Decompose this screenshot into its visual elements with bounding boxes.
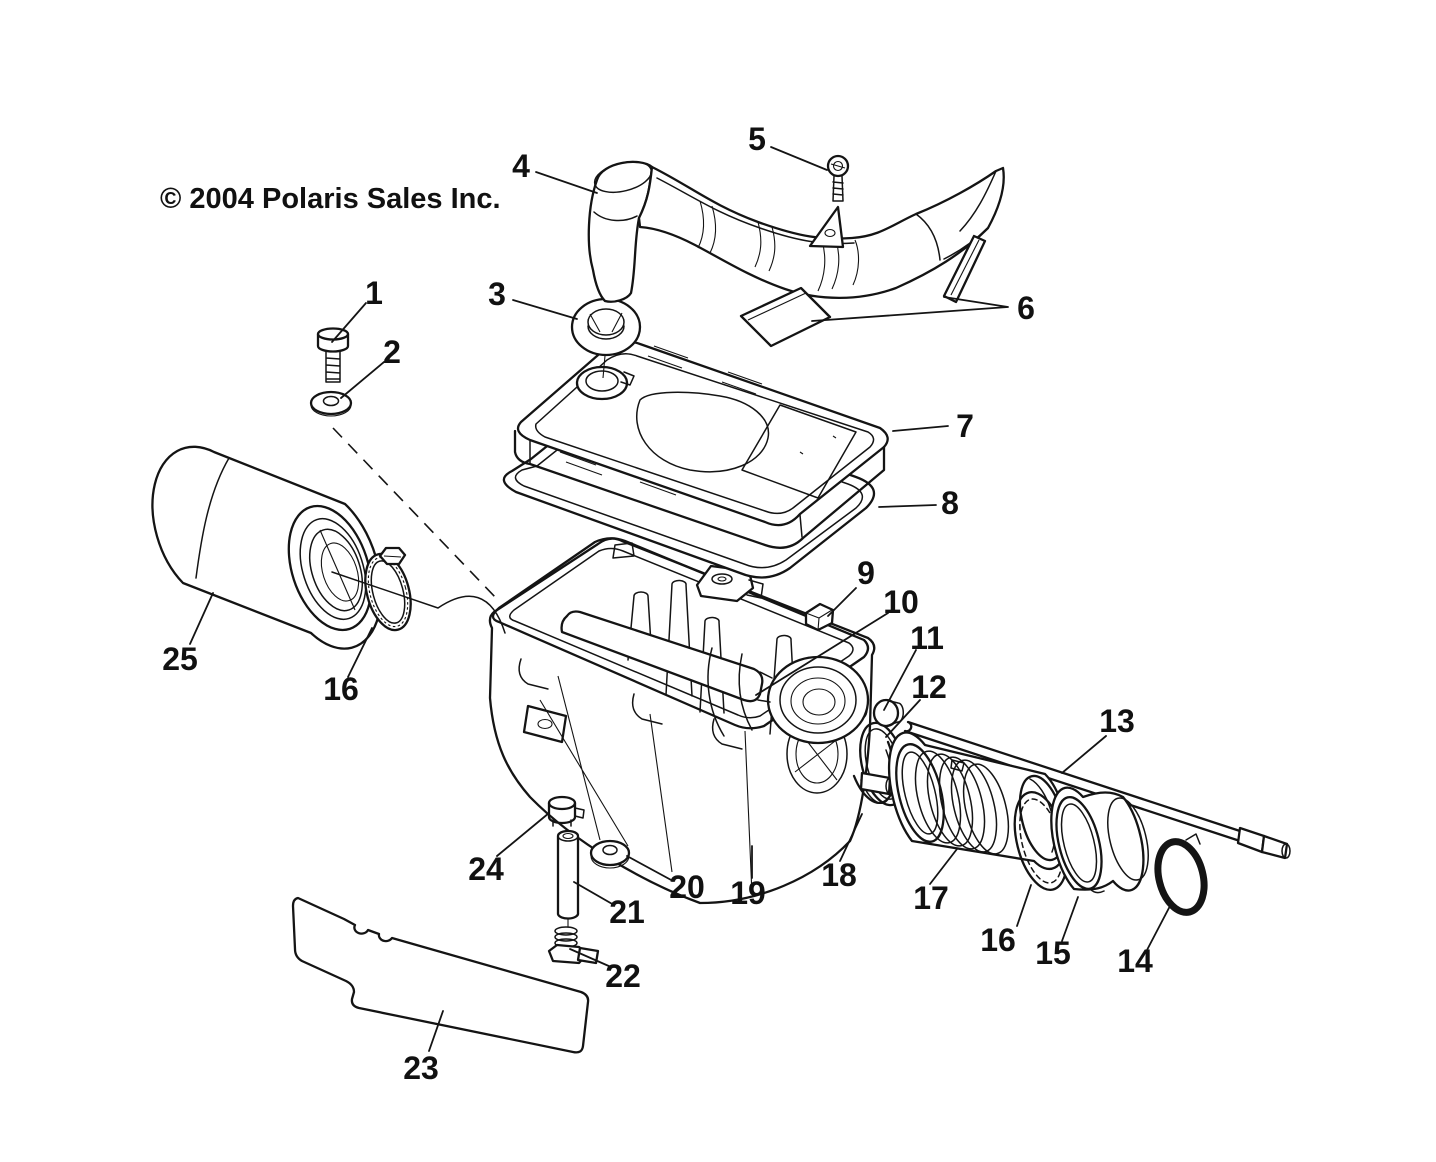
callout-4: 4	[512, 148, 530, 184]
part-air-box-base	[488, 537, 876, 905]
post	[665, 579, 693, 697]
lid-collar	[575, 365, 629, 401]
assembly-lines	[331, 427, 506, 634]
part-shield-panel-23	[291, 896, 590, 1054]
part-drain-tube-21	[556, 829, 580, 927]
part-intake-tube-17	[887, 731, 1069, 871]
callout-5: 5	[748, 121, 766, 157]
callout-10: 10	[883, 584, 919, 620]
callout-20: 20	[669, 869, 705, 905]
callout-18: 18	[821, 857, 857, 893]
callout-13: 13	[1099, 703, 1135, 739]
duct-bracket	[808, 205, 845, 249]
callout-12: 12	[911, 669, 947, 705]
callout-17: 17	[913, 880, 949, 916]
part-screw-5	[826, 154, 850, 202]
part-decals-6	[739, 234, 987, 348]
copyright-notice: © 2004 Polaris Sales Inc.	[160, 183, 501, 215]
callout-labels: 1 2 3 4 5 6 7 8 9 10 11 12 13 14 15 16 1…	[162, 121, 1153, 1086]
part-air-filter	[151, 445, 383, 650]
part-fitting-9	[804, 602, 835, 632]
callout-1: 1	[365, 275, 383, 311]
callout-24: 24	[468, 851, 504, 887]
post	[769, 634, 797, 736]
part-hose-clamp-16-left	[364, 546, 412, 632]
callout-19: 19	[730, 875, 766, 911]
callout-8: 8	[941, 485, 959, 521]
callout-14: 14	[1117, 943, 1153, 979]
callout-15: 15	[1035, 935, 1071, 971]
clip	[711, 718, 743, 750]
callout-23: 23	[403, 1050, 439, 1086]
callout-9: 9	[857, 555, 875, 591]
part-fitting-24	[547, 795, 585, 827]
leader-lines	[189, 146, 1171, 1052]
part-intake-duct	[587, 160, 1005, 303]
callout-25: 25	[162, 641, 198, 677]
callout-16-left: 16	[323, 671, 359, 707]
part-air-box-lid	[513, 340, 889, 549]
part-rod-13	[903, 720, 1291, 860]
part-grommet-20	[589, 839, 631, 869]
callout-7: 7	[956, 408, 974, 444]
clip	[631, 693, 663, 725]
callout-16-right: 16	[980, 922, 1016, 958]
callout-2: 2	[383, 334, 401, 370]
part-cap-11	[872, 698, 905, 728]
callout-3: 3	[488, 276, 506, 312]
callout-11: 11	[910, 620, 944, 656]
part-bolt-1	[316, 327, 350, 383]
part-clamp-14	[1154, 833, 1208, 916]
post	[627, 591, 653, 661]
post	[699, 616, 725, 714]
callout-21: 21	[609, 894, 645, 930]
clip	[518, 658, 549, 690]
part-boot-15	[1050, 786, 1149, 894]
part-internal-duct-10	[560, 610, 870, 745]
callout-6: 6	[1017, 290, 1035, 326]
callout-22: 22	[605, 958, 641, 994]
